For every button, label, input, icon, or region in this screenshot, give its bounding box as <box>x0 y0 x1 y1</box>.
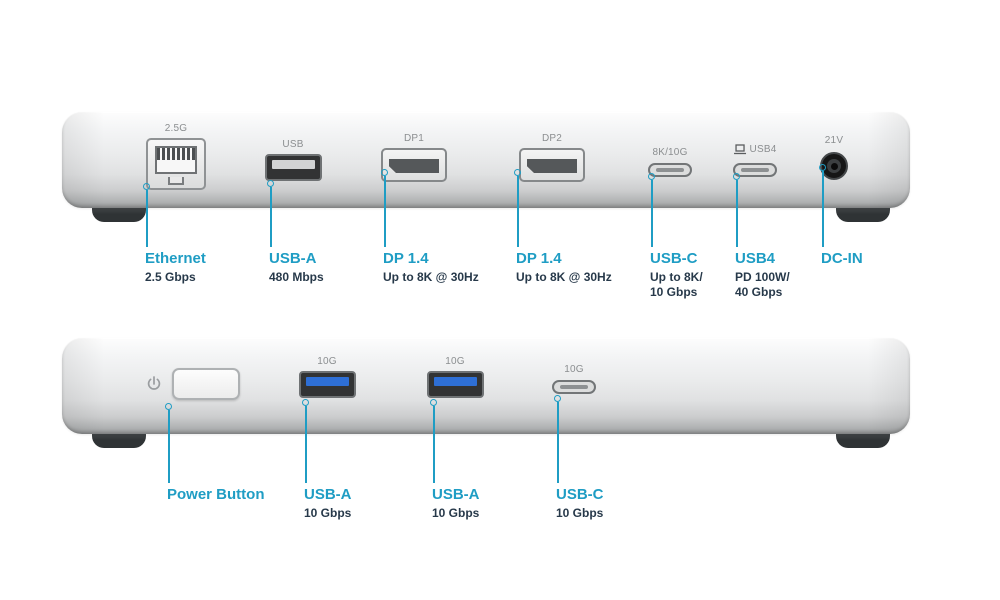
leader-line <box>433 406 435 483</box>
port-caption-usb4: USB4 <box>734 144 777 155</box>
callout-sub: 40 Gbps <box>735 285 783 299</box>
dc-jack-ring <box>827 159 841 173</box>
usb-c-port-front <box>552 380 596 394</box>
callout-sub: 10 Gbps <box>556 506 604 520</box>
port-caption-10g: 10G <box>445 356 465 367</box>
leader-dot <box>381 169 388 176</box>
callout-sub: 2.5 Gbps <box>145 270 196 284</box>
displayport-slot <box>527 159 577 173</box>
callout-sub: 10 Gbps <box>650 285 698 299</box>
usb-a-port-front-2 <box>427 371 484 398</box>
port-caption-usb: USB <box>282 139 303 150</box>
ethernet-port <box>146 138 206 190</box>
leader-line <box>305 406 307 483</box>
leader-dot <box>648 173 655 180</box>
leader-dot <box>267 180 274 187</box>
port-caption-label: USB4 <box>749 144 777 155</box>
leader-line <box>146 190 148 247</box>
port-caption-label: 21V <box>824 135 844 146</box>
leader-line <box>517 176 519 247</box>
leader-line <box>651 180 653 247</box>
displayport-port-1 <box>381 148 447 182</box>
ethernet-notch <box>168 177 184 185</box>
leader-dot <box>430 399 437 406</box>
callout-title: USB-C <box>650 250 698 267</box>
callout-sub: 10 Gbps <box>304 506 352 520</box>
callout-usb4: USB4 PD 100W/ 40 Gbps <box>735 250 790 300</box>
callout-dc-in: DC-IN <box>821 250 863 267</box>
port-caption-label: 10G <box>317 356 337 367</box>
leader-dot <box>302 399 309 406</box>
leader-dot <box>165 403 172 410</box>
port-caption-label: 10G <box>445 356 465 367</box>
ethernet-pins <box>155 146 197 174</box>
callout-title: USB4 <box>735 250 776 267</box>
callout-title: DP 1.4 <box>516 250 562 267</box>
callout-sub: PD 100W/ <box>735 270 790 284</box>
leader-line <box>736 180 738 247</box>
callout-title: USB-C <box>556 486 604 503</box>
port-caption-10g: 10G <box>317 356 337 367</box>
callout-title: Ethernet <box>145 250 206 267</box>
port-caption-label: 2.5G <box>164 123 188 134</box>
callout-usb-a-front-1: USB-A 10 Gbps <box>304 486 352 521</box>
leader-dot <box>819 164 826 171</box>
callout-dp1: DP 1.4 Up to 8K @ 30Hz <box>383 250 479 285</box>
port-caption-label: USB <box>282 139 304 150</box>
leader-line <box>168 410 170 483</box>
power-icon <box>147 376 161 390</box>
port-caption-label: DP2 <box>541 133 563 144</box>
port-caption-label: 8K/10G <box>652 147 688 158</box>
callout-usb-a-front-2: USB-A 10 Gbps <box>432 486 480 521</box>
usb-c-port-back <box>648 163 692 177</box>
callout-ethernet: Ethernet 2.5 Gbps <box>145 250 206 285</box>
port-caption-ethernet: 2.5G <box>165 123 187 134</box>
port-caption-label: 10G <box>564 364 584 375</box>
leader-line <box>384 176 386 247</box>
leader-dot <box>143 183 150 190</box>
callout-title: Power Button <box>167 486 265 503</box>
port-caption-dp1: DP1 <box>404 133 424 144</box>
callout-sub: 10 Gbps <box>432 506 480 520</box>
usb-a-tongue <box>272 160 315 169</box>
callout-usb-c-front: USB-C 10 Gbps <box>556 486 604 521</box>
leader-line <box>557 402 559 483</box>
port-caption-usbc-8k: 8K/10G <box>652 147 687 158</box>
callout-usb-a-480: USB-A 480 Mbps <box>269 250 324 285</box>
usb-a-tongue <box>306 377 349 386</box>
leader-dot <box>514 169 521 176</box>
callout-power-button: Power Button <box>167 486 265 503</box>
displayport-port-2 <box>519 148 585 182</box>
callout-title: DC-IN <box>821 250 863 267</box>
laptop-icon <box>734 144 747 155</box>
usb-a-port-back <box>265 154 322 181</box>
usb4-port <box>733 163 777 177</box>
dc-in-jack <box>820 152 848 180</box>
callout-sub: Up to 8K/ <box>650 270 703 284</box>
usb-a-port-front-1 <box>299 371 356 398</box>
port-caption-dcin: 21V <box>825 135 843 146</box>
callout-sub: 480 Mbps <box>269 270 324 284</box>
leader-line <box>270 187 272 247</box>
power-button <box>172 368 240 400</box>
callout-dp2: DP 1.4 Up to 8K @ 30Hz <box>516 250 612 285</box>
callout-usb-c-8k: USB-C Up to 8K/ 10 Gbps <box>650 250 703 300</box>
callout-title: USB-A <box>269 250 317 267</box>
callout-title: DP 1.4 <box>383 250 429 267</box>
callout-title: USB-A <box>304 486 352 503</box>
callout-sub: Up to 8K @ 30Hz <box>383 270 479 284</box>
callout-title: USB-A <box>432 486 480 503</box>
usb-a-tongue <box>434 377 477 386</box>
port-caption-label: DP1 <box>403 133 425 144</box>
dc-jack-hole <box>830 162 838 170</box>
leader-dot <box>733 173 740 180</box>
displayport-slot <box>389 159 439 173</box>
leader-dot <box>554 395 561 402</box>
leader-line <box>822 171 824 247</box>
port-caption-10g: 10G <box>564 364 584 375</box>
callout-sub: Up to 8K @ 30Hz <box>516 270 612 284</box>
port-caption-dp2: DP2 <box>542 133 562 144</box>
